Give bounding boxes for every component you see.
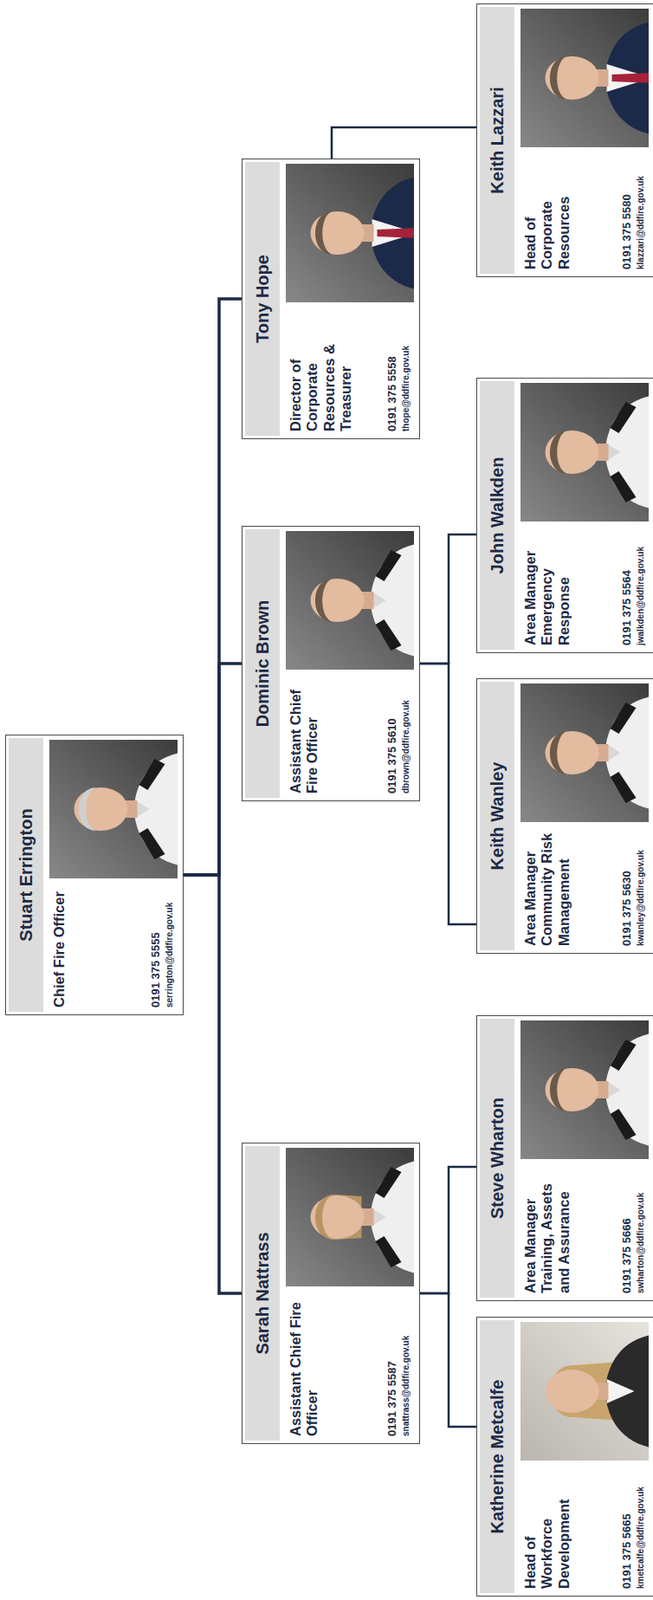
org-connector: [331, 127, 477, 159]
details-column: Director of Corporate Resources & Treasu…: [287, 308, 413, 432]
name-band: Tony Hope: [245, 161, 280, 436]
portrait-photo: [520, 1321, 649, 1461]
contact-block: 0191 375 5580klazzari@ddfire.gov.uk: [609, 153, 647, 270]
name-band: Steve Wharton: [479, 1018, 515, 1298]
details-column: Head of Workforce Development 0191 375 56…: [522, 1466, 647, 1589]
job-title: Assistant Chief Fire Officer: [287, 675, 322, 794]
details-column: Area Manager Training, Assets and Assura…: [522, 1164, 647, 1294]
email-address: serrington@ddfire.gov.uk: [163, 884, 176, 1008]
email-address: klazzari@ddfire.gov.uk: [634, 153, 647, 270]
person-card: Dominic BrownAssistant Chief Fire Office…: [241, 525, 421, 802]
contact-block: 0191 375 5558thope@ddfire.gov.uk: [374, 308, 413, 432]
phone-number: 0191 375 5580: [620, 153, 635, 270]
contact-block: 0191 375 5587snattrass@ddfire.gov.uk: [374, 1292, 413, 1436]
person-name: Keith Lazzari: [487, 86, 508, 194]
org-connector: [420, 1166, 477, 1294]
contact-block: 0191 375 5564jwalkden@ddfire.gov.uk: [609, 527, 647, 646]
details-column: Area Manager Community Risk Management 01…: [522, 827, 647, 946]
person-name: Keith Wanley: [487, 762, 508, 871]
details-column: Area Manager Emergency Response 0191 375 …: [522, 527, 647, 646]
org-connector: [183, 663, 242, 875]
email-address: jwalkden@ddfire.gov.uk: [634, 527, 647, 646]
name-band: Katherine Metcalfe: [479, 1319, 515, 1593]
job-title: Area Manager Community Risk Management: [522, 827, 573, 946]
portrait-photo: [520, 382, 649, 522]
portrait-photo: [520, 683, 649, 822]
contact-block: 0191 375 5665kmetcalfe@ddfire.gov.uk: [609, 1466, 647, 1589]
person-card: John WalkdenArea Manager Emergency Respo…: [476, 377, 653, 653]
person-name: Dominic Brown: [252, 600, 273, 728]
portrait-photo: [520, 1020, 649, 1159]
phone-number: 0191 375 5558: [385, 308, 401, 432]
job-title: Area Manager Training, Assets and Assura…: [522, 1164, 573, 1294]
details-column: Head of Corporate Resources 0191 375 5580…: [522, 153, 647, 270]
org-connector: [183, 298, 242, 875]
person-name: Katherine Metcalfe: [487, 1379, 508, 1534]
person-card: Stuart ErringtonChief Fire Officer 0191 3…: [5, 734, 184, 1016]
email-address: kwanley@ddfire.gov.uk: [634, 827, 647, 946]
name-band: Dominic Brown: [245, 529, 280, 798]
email-address: kmetcalfe@ddfire.gov.uk: [634, 1466, 647, 1589]
person-name: Sarah Nattrass: [252, 1231, 273, 1354]
name-band: Keith Wanley: [479, 681, 515, 951]
email-address: swharton@ddfire.gov.uk: [634, 1164, 647, 1294]
portrait-photo: [285, 163, 414, 303]
org-connector: [420, 534, 477, 664]
person-card: Sarah Nattrass Assistant Chief Fire Offic…: [241, 1142, 421, 1444]
person-card: Katherine MetcalfeHead of Workforce Deve…: [476, 1316, 653, 1597]
job-title: Head of Workforce Development: [522, 1466, 573, 1589]
details-column: Assistant Chief Fire Officer 0191 375 561…: [287, 675, 413, 794]
phone-number: 0191 375 5610: [385, 675, 401, 794]
email-address: snattrass@ddfire.gov.uk: [400, 1292, 413, 1436]
phone-number: 0191 375 5564: [620, 527, 635, 646]
phone-number: 0191 375 5555: [148, 884, 164, 1008]
phone-number: 0191 375 5587: [385, 1292, 401, 1436]
details-column: Chief Fire Officer 0191 375 5555serringto…: [51, 884, 176, 1008]
portrait-photo: [285, 1147, 414, 1287]
job-title: Chief Fire Officer: [51, 884, 68, 1008]
org-connector: [420, 1293, 477, 1427]
name-band: Keith Lazzari: [479, 6, 515, 274]
portrait-photo: [520, 8, 649, 148]
name-band: John Walkden: [479, 381, 515, 650]
portrait-photo: [49, 739, 178, 879]
contact-block: 0191 375 5630kwanley@ddfire.gov.uk: [609, 827, 647, 946]
person-card: Tony HopeDirector of Corporate Resources…: [241, 158, 421, 440]
contact-block: 0191 375 5666swharton@ddfire.gov.uk: [609, 1164, 647, 1294]
name-band: Stuart Errington: [8, 737, 44, 1012]
person-name: Stuart Errington: [16, 808, 37, 941]
person-card: Keith WanleyArea Manager Community Risk …: [476, 678, 653, 954]
portrait-photo: [285, 530, 414, 670]
org-connector: [183, 874, 242, 1294]
job-title: Director of Corporate Resources & Treasu…: [287, 308, 356, 432]
job-title: Assistant Chief Fire Officer: [287, 1292, 322, 1436]
person-name: Tony Hope: [252, 254, 273, 343]
job-title: Area Manager Emergency Response: [522, 527, 573, 646]
person-name: John Walkden: [487, 457, 508, 575]
details-column: Assistant Chief Fire Officer 0191 375 558…: [287, 1292, 413, 1436]
email-address: thope@ddfire.gov.uk: [400, 308, 413, 432]
contact-block: 0191 375 5555serrington@ddfire.gov.uk: [138, 884, 176, 1008]
job-title: Head of Corporate Resources: [522, 153, 573, 270]
person-card: Steve WhartonArea Manager Training, Asse…: [476, 1015, 653, 1301]
phone-number: 0191 375 5666: [620, 1164, 635, 1294]
name-band: Sarah Nattrass: [245, 1145, 280, 1441]
person-card: Keith LazzariHead of Corporate Resources…: [476, 3, 653, 278]
contact-block: 0191 375 5610dbrown@ddfire.gov.uk: [374, 675, 413, 794]
email-address: dbrown@ddfire.gov.uk: [400, 675, 413, 794]
person-name: Steve Wharton: [487, 1097, 508, 1219]
phone-number: 0191 375 5665: [620, 1466, 635, 1589]
phone-number: 0191 375 5630: [620, 827, 635, 946]
org-connector: [420, 663, 477, 925]
